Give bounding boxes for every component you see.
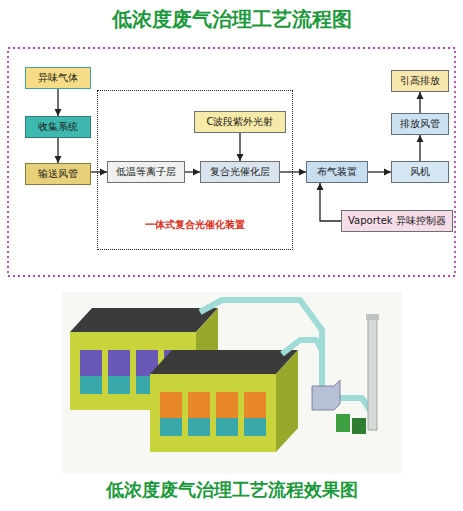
process-box: 输送风管: [25, 163, 91, 185]
wall-side: [276, 350, 298, 452]
box-label: 引高排放: [398, 75, 442, 87]
flow-arrow: [280, 171, 306, 172]
duct-pipes: [200, 300, 370, 410]
process-box: 低温等离子层: [107, 161, 185, 183]
process-box: Vaportek 异味控制器: [341, 210, 453, 232]
box-label: 布气装置: [313, 166, 361, 178]
chimney: [368, 318, 377, 430]
process-box: 收集系统: [25, 116, 91, 138]
process-box: 风机: [391, 161, 449, 183]
box-label: 收集系统: [32, 121, 84, 133]
fan-unit: [336, 414, 350, 432]
flow-arrow: [239, 133, 240, 161]
flow-arrow: [185, 171, 200, 172]
blower: [312, 380, 340, 410]
orange-units: [160, 392, 266, 436]
flow-arrow: [91, 171, 107, 172]
diagram-title: 低浓度废气治理工艺流程图: [0, 6, 463, 33]
diagram-caption: 低浓度废气治理工艺流程效果图: [0, 478, 463, 502]
flow-arrow: [57, 138, 58, 163]
box-label: 风机: [398, 166, 442, 178]
box-label: 复合光催化层: [207, 166, 273, 178]
process-box: 排放风管: [391, 113, 449, 135]
process-box: C波段紫外光射: [194, 111, 286, 133]
process-box: 异味气体: [25, 67, 91, 89]
box-label: Vaportek 异味控制器: [348, 215, 446, 227]
box-label: 异味气体: [32, 72, 84, 84]
roof: [150, 350, 298, 374]
process-box: 布气装置: [306, 161, 368, 183]
dotted-frame: [8, 48, 455, 276]
illustration-ground: [62, 292, 402, 474]
flow-arrow: [368, 171, 391, 172]
fan-unit: [352, 418, 366, 434]
wall: [150, 374, 276, 452]
flow-arrow: [57, 89, 58, 116]
group-label: 一体式复合光催化装置: [98, 219, 292, 231]
chimney-cap: [366, 314, 379, 320]
device-group: 一体式复合光催化装置 低温等离子层 C波段紫外光射复合光催化层: [97, 90, 293, 250]
flow-arrow: [419, 135, 420, 161]
box-label: 输送风管: [32, 168, 84, 180]
process-box: 复合光催化层: [200, 161, 280, 183]
process-box: 引高排放: [391, 70, 449, 92]
box-label: 排放风管: [398, 118, 442, 130]
box-label: C波段紫外光射: [201, 116, 279, 128]
flow-arrow: [320, 183, 341, 221]
flow-arrow: [419, 92, 420, 113]
box-label: 低温等离子层: [114, 166, 178, 178]
roof: [70, 308, 218, 332]
